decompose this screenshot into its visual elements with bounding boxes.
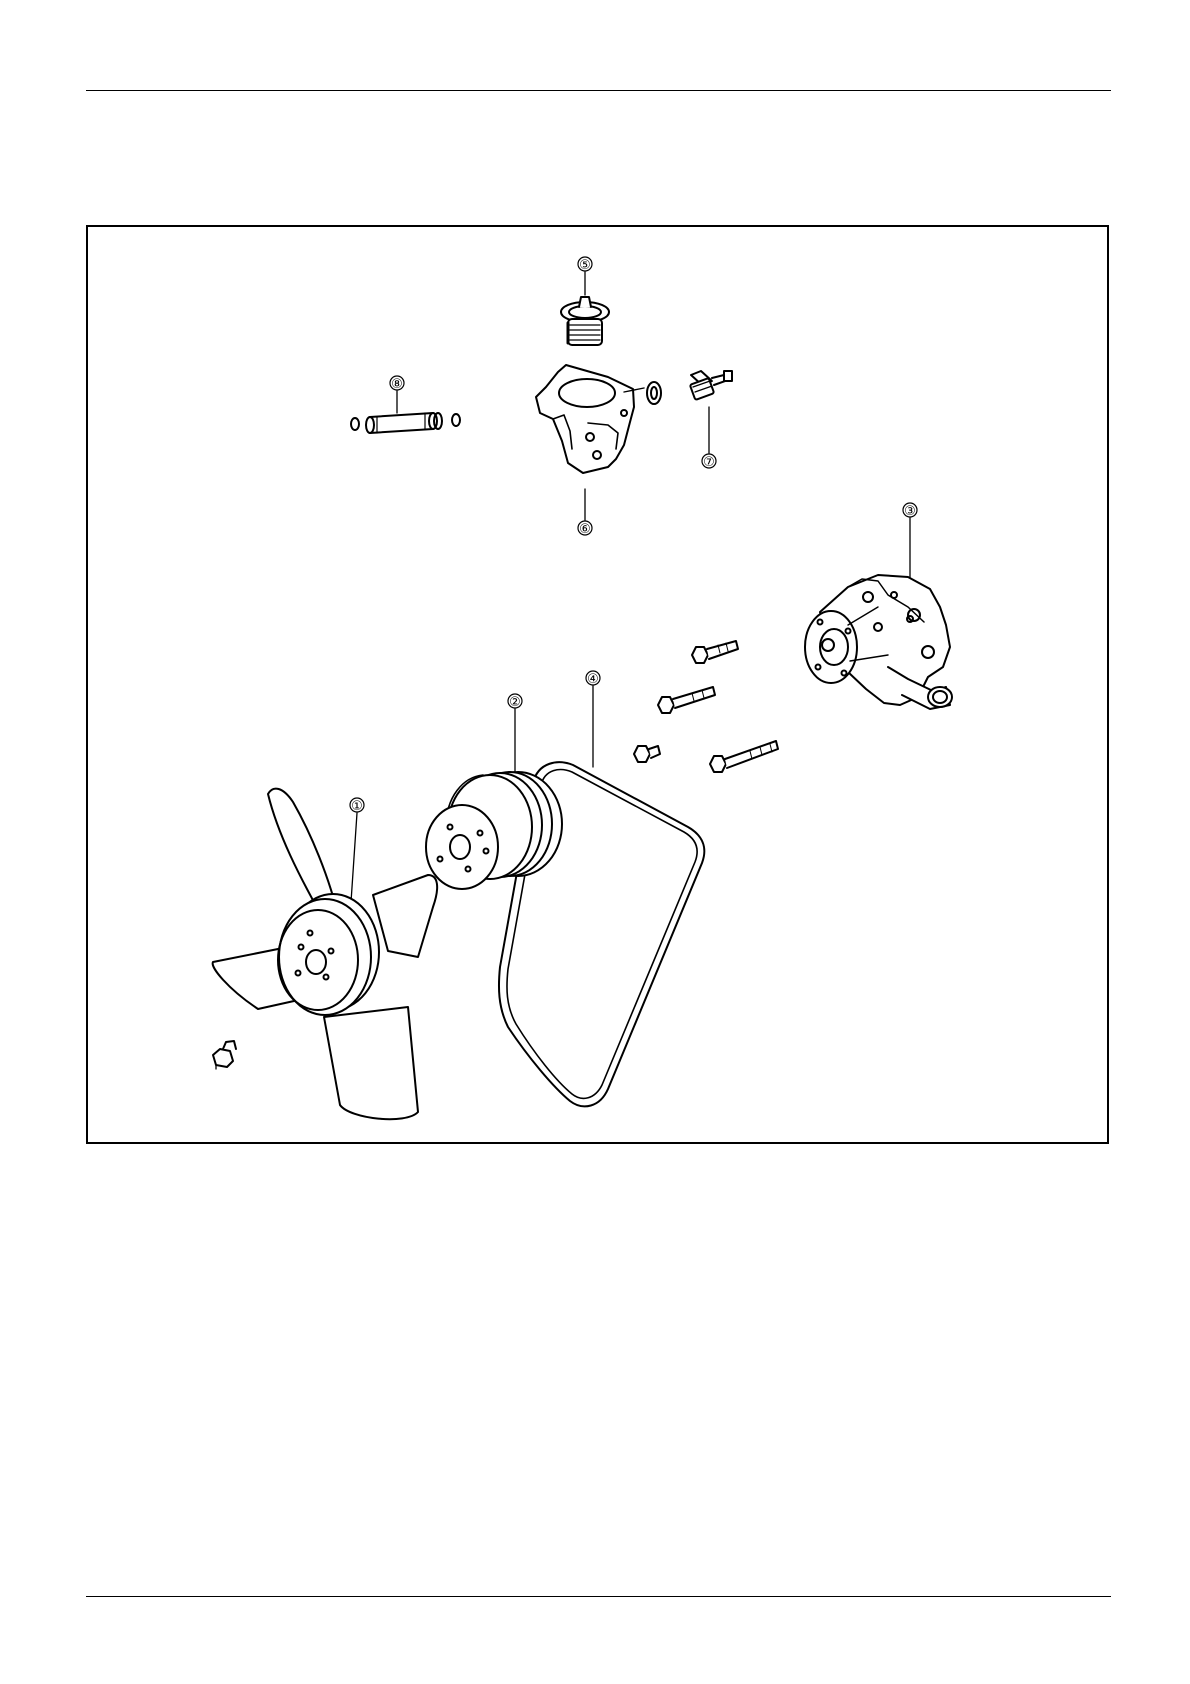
footer-rule — [86, 1596, 1111, 1597]
header-rule — [86, 90, 1111, 91]
callout-water-pipe: ⑧ — [390, 376, 404, 413]
pump-bolt-2 — [658, 687, 715, 713]
fan-bolt-part — [213, 1041, 236, 1069]
svg-text:①: ① — [351, 799, 363, 814]
svg-text:⑦: ⑦ — [703, 455, 715, 470]
thermostat-housing-part — [536, 365, 644, 473]
callout-v-belt: ④ — [586, 671, 600, 767]
svg-text:⑤: ⑤ — [579, 258, 591, 273]
svg-text:⑧: ⑧ — [391, 377, 403, 392]
water-pipe-part — [351, 413, 460, 433]
svg-text:②: ② — [509, 695, 521, 710]
callout-water-pump: ③ — [903, 503, 917, 583]
callout-thermostat-housing: ⑥ — [578, 489, 592, 537]
svg-text:④: ④ — [587, 672, 599, 687]
pump-bolt-4 — [710, 741, 778, 772]
thermostat-part — [561, 297, 609, 345]
pump-bolt-1 — [692, 641, 738, 663]
svg-text:③: ③ — [904, 504, 916, 519]
callout-thermostat: ⑤ — [578, 257, 592, 295]
fan-part — [213, 789, 437, 1120]
cooling-system-exploded-view: ① ② ③ ④ ⑤ ⑥ ⑦ ⑧ — [88, 227, 1107, 1142]
housing-gasket-part — [647, 382, 661, 404]
exploded-diagram-frame: ① ② ③ ④ ⑤ ⑥ ⑦ ⑧ — [86, 225, 1109, 1144]
thermo-switch-part — [690, 371, 732, 400]
fan-pulley-part — [426, 772, 562, 889]
water-pump-part — [805, 575, 952, 709]
pump-bolt-3 — [634, 746, 660, 762]
callout-thermo-switch: ⑦ — [702, 407, 716, 470]
svg-text:⑥: ⑥ — [579, 522, 591, 537]
